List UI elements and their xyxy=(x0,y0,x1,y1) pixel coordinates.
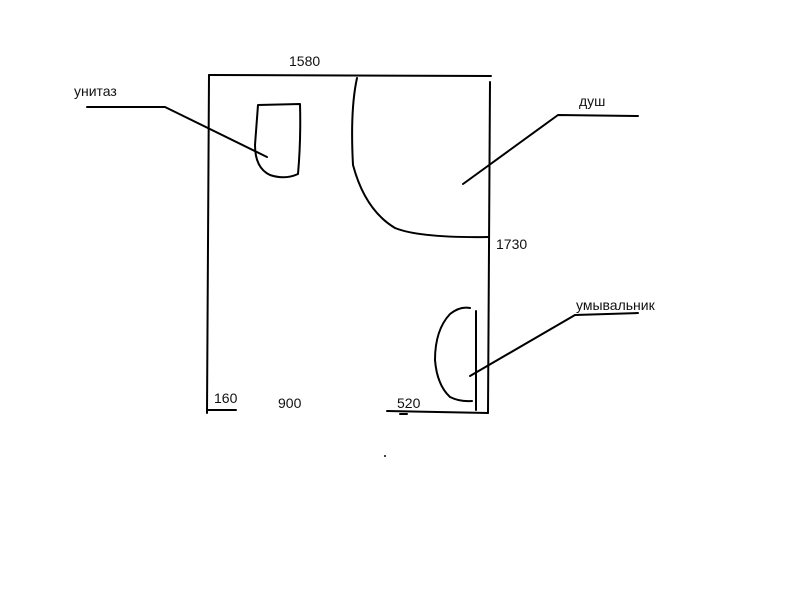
toilet-leader-line xyxy=(86,106,268,158)
dimension-top-width: 1580 xyxy=(289,53,321,69)
toilet-label: унитаз xyxy=(74,83,117,99)
wall-top xyxy=(208,74,492,77)
dimension-bottom-left: 160 xyxy=(214,390,238,406)
sink-label: умывальник xyxy=(576,297,655,313)
bottom-right-segment xyxy=(386,410,489,414)
sink-shape xyxy=(434,306,473,403)
sink-leader-line xyxy=(469,312,639,377)
wall-right xyxy=(487,81,491,414)
wall-left xyxy=(206,74,210,414)
dimension-bottom-right: 520 xyxy=(397,395,421,411)
toilet-shape xyxy=(254,103,302,179)
dimension-right-height: 1730 xyxy=(496,236,528,252)
shower-label: душ xyxy=(579,93,606,109)
shower-arc xyxy=(351,77,489,239)
stray-dot xyxy=(384,455,386,457)
shower-leader-line xyxy=(462,114,639,185)
dimension-bottom-middle: 900 xyxy=(278,395,302,411)
